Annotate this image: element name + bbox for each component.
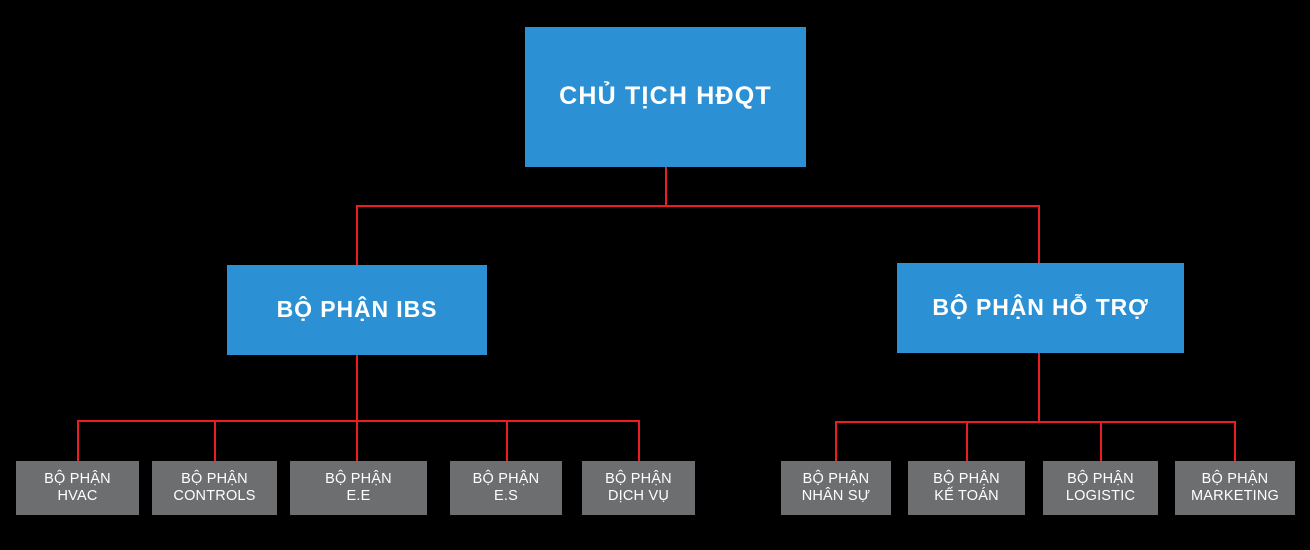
node-dept-nhan-su-label: BỘ PHẬN NHÂN SỰ [801, 470, 871, 504]
connector-ibs-stem [356, 354, 358, 422]
node-chairman-label: CHỦ TỊCH HĐQT [559, 82, 772, 111]
node-chairman[interactable]: CHỦ TỊCH HĐQT [525, 27, 806, 167]
node-division-ibs[interactable]: BỘ PHẬN IBS [227, 265, 487, 355]
connector-ibs-bus [77, 420, 639, 422]
connector-ibs-drop-2 [214, 420, 216, 461]
node-dept-es[interactable]: BỘ PHẬN E.S [450, 461, 562, 515]
node-division-support-label: BỘ PHẬN HỖ TRỢ [932, 294, 1149, 321]
node-dept-marketing-label: BỘ PHẬN MARKETING [1191, 470, 1279, 504]
node-dept-dich-vu-label: BỘ PHẬN DỊCH VỤ [605, 470, 672, 504]
node-dept-controls[interactable]: BỘ PHẬN CONTROLS [152, 461, 277, 515]
node-division-support[interactable]: BỘ PHẬN HỖ TRỢ [897, 263, 1184, 353]
connector-ibs-drop-3 [356, 420, 358, 461]
connector-ibs-drop-5 [638, 420, 640, 461]
node-dept-ke-toan[interactable]: BỘ PHẬN KẾ TOÁN [908, 461, 1025, 515]
connector-support-drop-4 [1234, 421, 1236, 461]
node-dept-es-label: BỘ PHẬN E.S [472, 470, 540, 504]
node-dept-hvac-label: BỘ PHẬN HVAC [44, 470, 111, 504]
node-division-ibs-label: BỘ PHẬN IBS [276, 296, 438, 323]
connector-ibs-drop-4 [506, 420, 508, 461]
connector-to-ibs [356, 205, 358, 265]
node-dept-ee-label: BỘ PHẬN E.E [325, 470, 392, 504]
node-dept-ee[interactable]: BỘ PHẬN E.E [290, 461, 427, 515]
node-dept-ke-toan-label: BỘ PHẬN KẾ TOÁN [933, 470, 1000, 504]
node-dept-marketing[interactable]: BỘ PHẬN MARKETING [1175, 461, 1295, 515]
connector-support-stem [1038, 353, 1040, 422]
node-dept-logistic-label: BỘ PHẬN LOGISTIC [1065, 470, 1136, 504]
connector-ibs-drop-1 [77, 420, 79, 461]
connector-level1-bus [356, 205, 1040, 207]
node-dept-hvac[interactable]: BỘ PHẬN HVAC [16, 461, 139, 515]
node-dept-dich-vu[interactable]: BỘ PHẬN DỊCH VỤ [582, 461, 695, 515]
connector-support-drop-3 [1100, 421, 1102, 461]
node-dept-controls-label: BỘ PHẬN CONTROLS [173, 470, 256, 504]
connector-support-drop-2 [966, 421, 968, 461]
connector-support-bus [835, 421, 1236, 423]
connector-support-drop-1 [835, 421, 837, 461]
connector-to-support [1038, 205, 1040, 264]
node-dept-nhan-su[interactable]: BỘ PHẬN NHÂN SỰ [781, 461, 891, 515]
node-dept-logistic[interactable]: BỘ PHẬN LOGISTIC [1043, 461, 1158, 515]
connector-root-stem [665, 167, 667, 207]
